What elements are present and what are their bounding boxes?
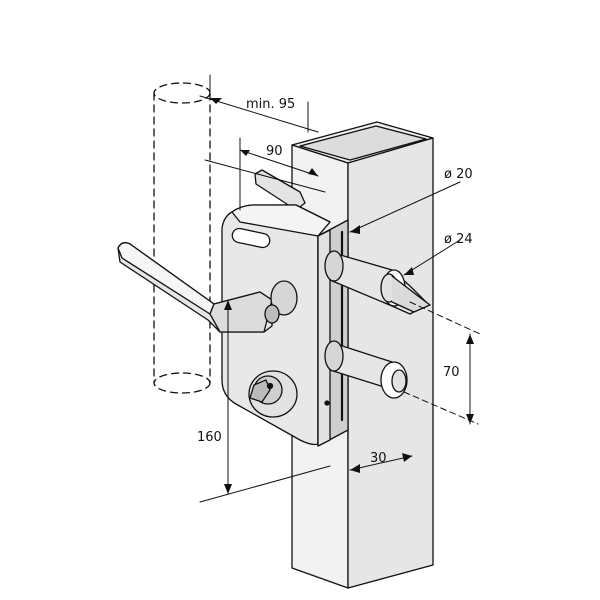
gate-post-dashed — [153, 82, 211, 394]
dim-160-label: 160 — [197, 430, 222, 445]
arrowheads — [210, 98, 474, 494]
lock-body — [221, 204, 349, 447]
dim-pin-diameter-20-label: ø 20 — [444, 167, 473, 182]
rear-handle — [254, 169, 306, 211]
pin-upper — [324, 250, 431, 315]
dim-pin-diameter-24-label: ø 24 — [444, 232, 473, 247]
dim-min-95-label: min. 95 — [246, 97, 295, 112]
dim-90-label: 90 — [266, 144, 283, 159]
dimension-lines — [199, 74, 481, 503]
key-cylinder — [248, 370, 298, 418]
dim-30-label: 30 — [370, 451, 387, 466]
dim-70-label: 70 — [443, 365, 460, 380]
front-handle — [117, 242, 298, 333]
pin-lower — [324, 340, 408, 399]
